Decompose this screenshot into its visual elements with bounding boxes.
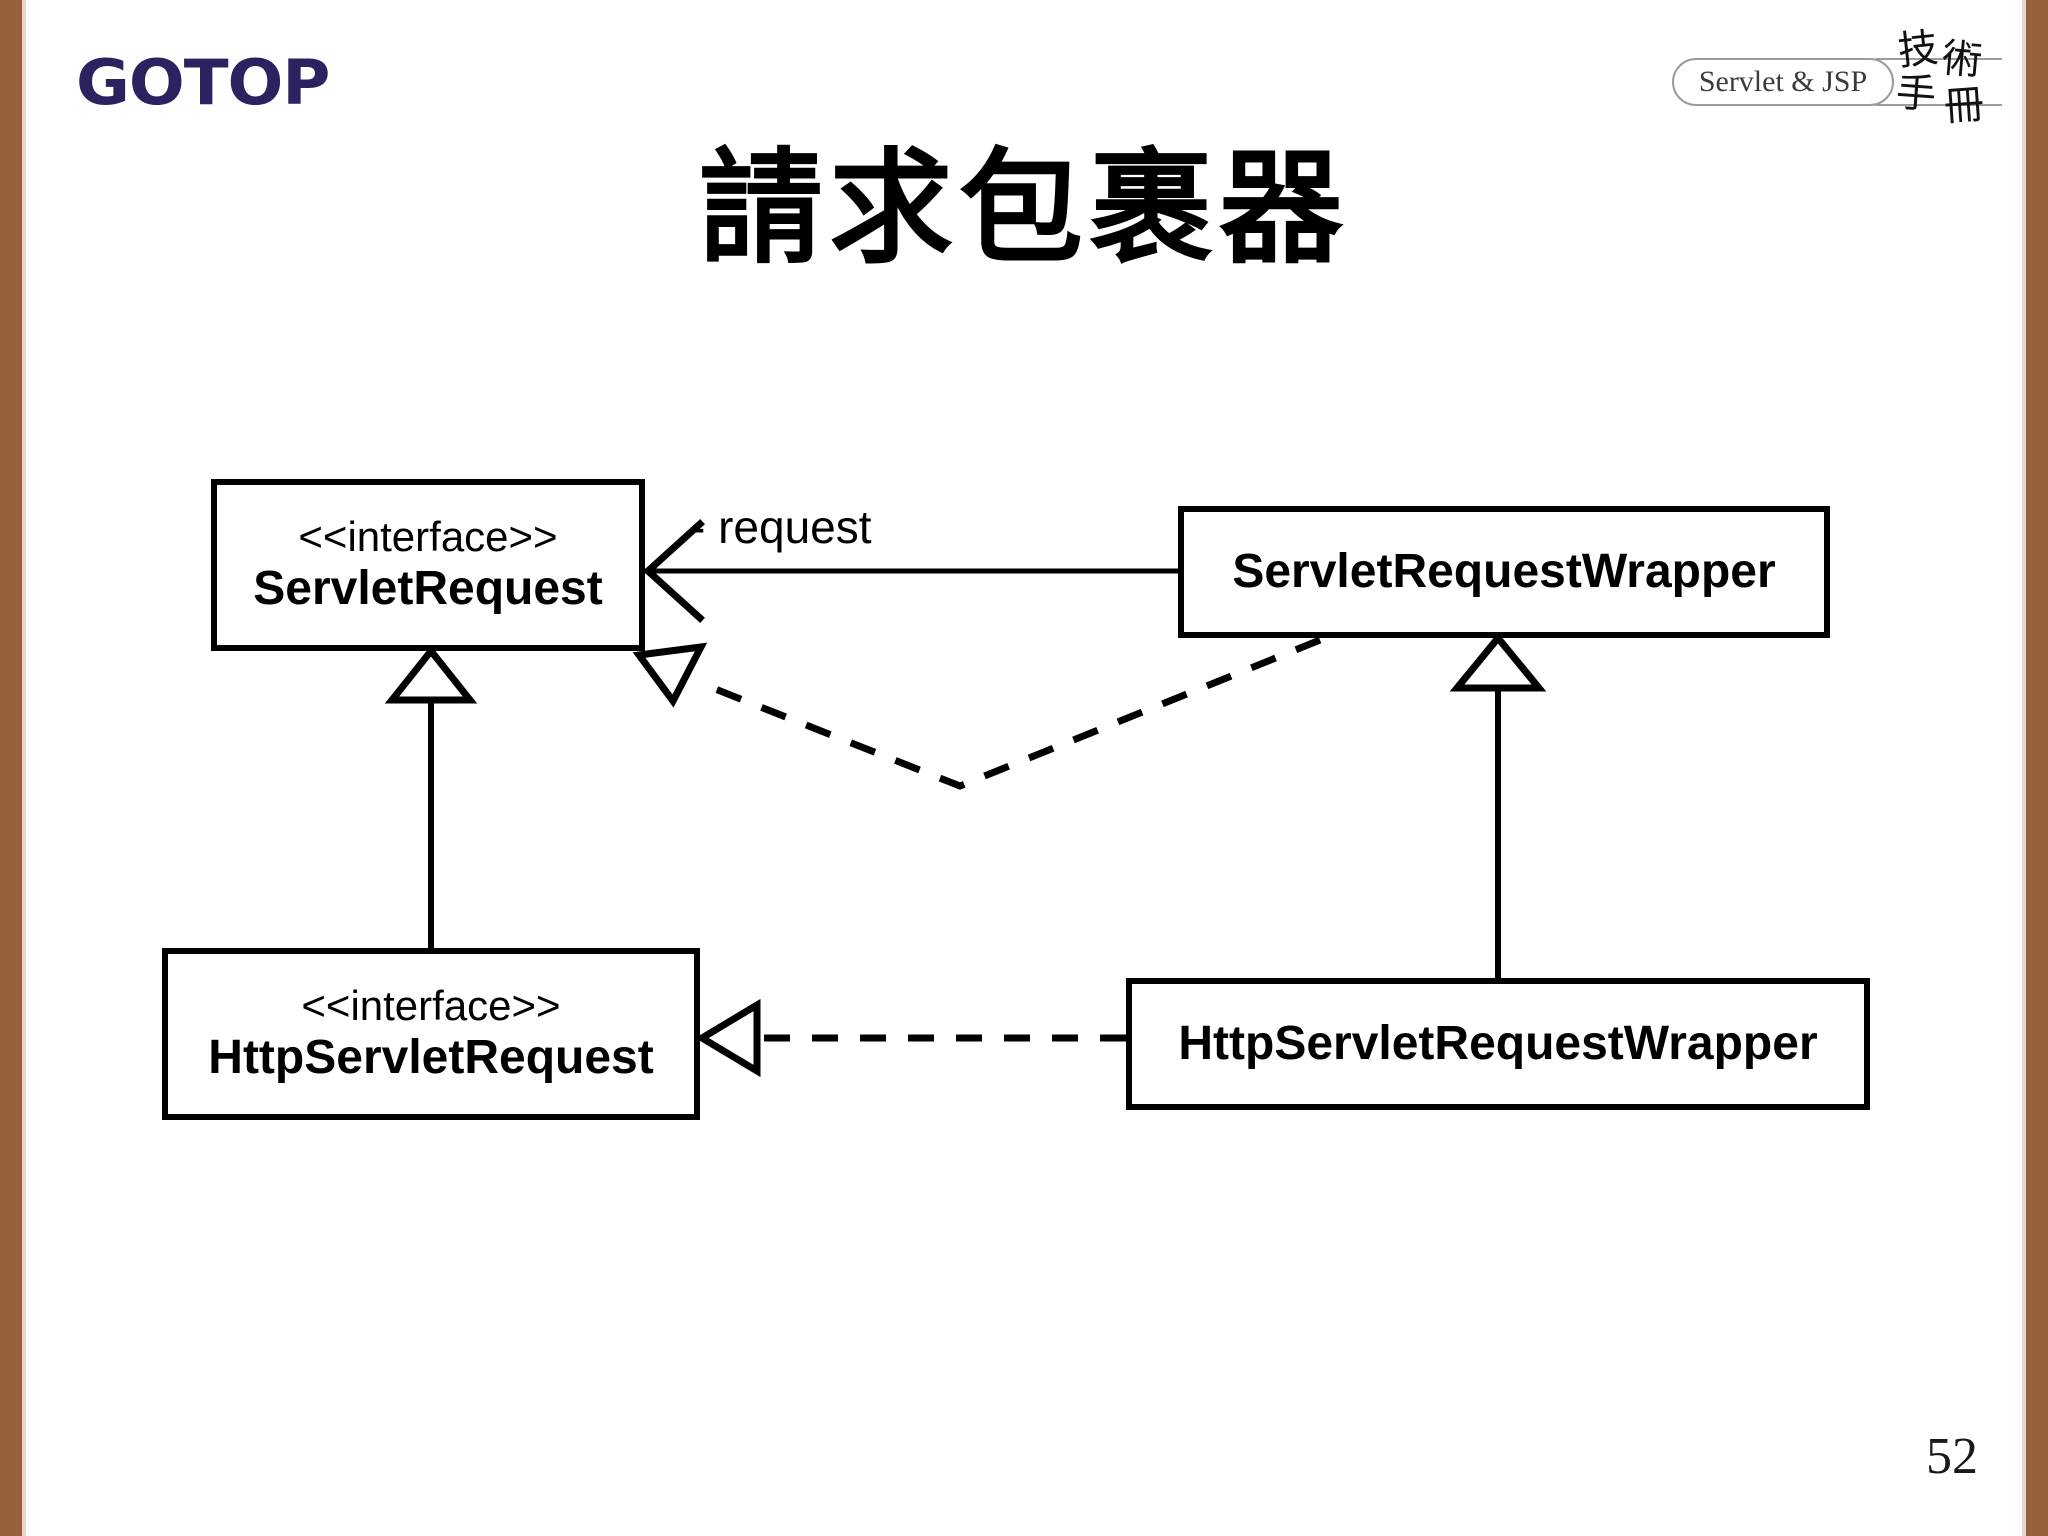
edge-generalization-httpservletrequest (384, 645, 478, 948)
gotop-logo: GOTOP (76, 46, 330, 119)
edge-generalization-httpservletrequestwrapper (1449, 632, 1547, 978)
uml-box-name: HttpServletRequest (208, 1031, 654, 1085)
right-accent-bar (2026, 0, 2048, 1536)
badge-rule-top (1876, 58, 2002, 60)
uml-box-servletrequestwrapper[interactable]: ServletRequestWrapper (1178, 506, 1830, 638)
badge-pill-outline (1672, 58, 1894, 106)
edge-realization-httpservletrequestwrapper (695, 998, 1126, 1078)
edge-realization-servletrequestwrapper (632, 636, 1322, 790)
left-accent-bar (0, 0, 22, 1536)
badge-rule-bottom (1876, 104, 2002, 106)
uml-box-httpservletrequestwrapper[interactable]: HttpServletRequestWrapper (1126, 978, 1870, 1110)
uml-box-name: ServletRequest (253, 562, 603, 616)
page-number: 52 (1926, 1428, 1978, 1485)
badge-title-text: Servlet & JSP (1698, 65, 1868, 98)
uml-box-httpservletrequest[interactable]: <<interface>> HttpServletRequest (162, 948, 700, 1120)
uml-box-name: HttpServletRequestWrapper (1178, 1017, 1818, 1071)
edge-association-request (642, 519, 1178, 623)
edge-label-request: - request (690, 501, 872, 553)
uml-box-stereotype: <<interface>> (301, 982, 561, 1030)
book-series-badge: Servlet & JSP 技 術 手 冊 (1672, 25, 2002, 132)
uml-box-name: ServletRequestWrapper (1232, 545, 1776, 599)
left-accent-hairline (22, 0, 26, 1536)
uml-box-stereotype: <<interface>> (298, 513, 558, 561)
page-title: 請求包裹器 (698, 137, 1349, 281)
uml-box-servletrequest[interactable]: <<interface>> ServletRequest (211, 479, 645, 651)
right-accent-hairline (2022, 0, 2026, 1536)
